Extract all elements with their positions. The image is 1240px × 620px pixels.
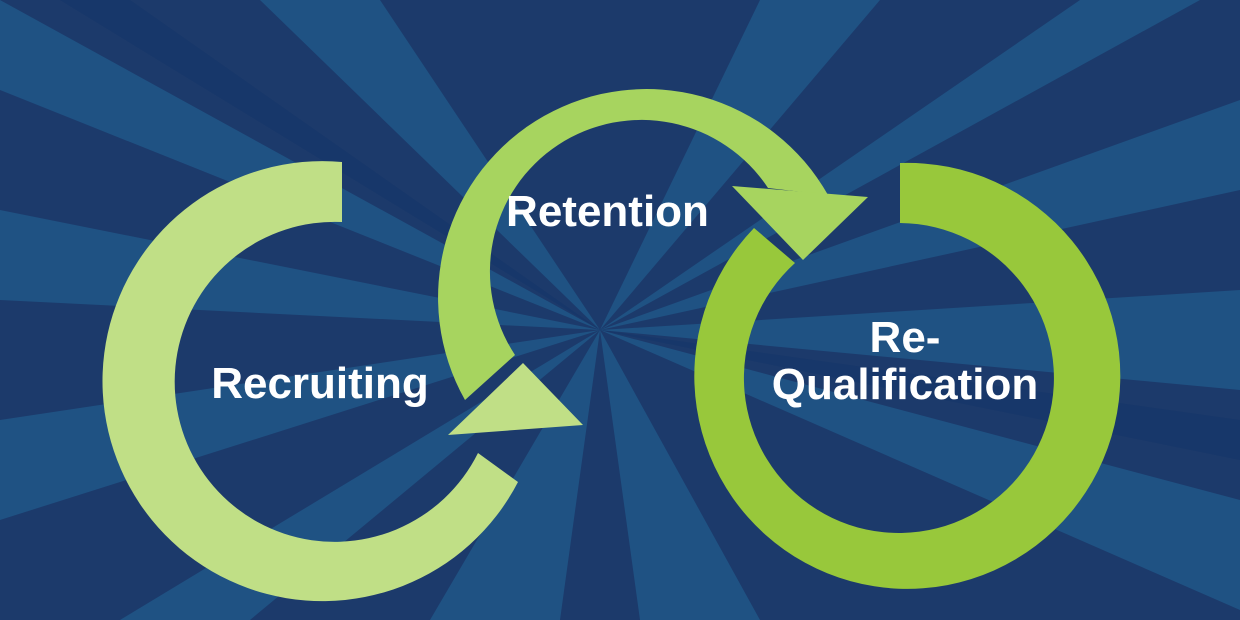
background-ray [600,0,880,330]
recruiting-arrow [102,161,583,602]
recruiting-arrowhead [448,363,583,435]
retention-arc [438,89,828,401]
requalification-arc [694,162,1121,589]
retention-arrowhead [732,186,868,260]
requalification-label: Re- Qualification [740,314,1070,408]
background-ray [600,330,760,620]
retention-label: Retention [506,187,709,236]
requalification-arrow [694,162,1121,589]
requalification-label-line2: Qualification [771,360,1039,409]
recruiting-arc [102,161,518,602]
background-ray [260,0,600,330]
recruiting-label: Recruiting [211,359,429,408]
requalification-label-line1: Re- [869,313,941,362]
retention-arrow [438,89,868,401]
background-ray [600,330,1240,610]
